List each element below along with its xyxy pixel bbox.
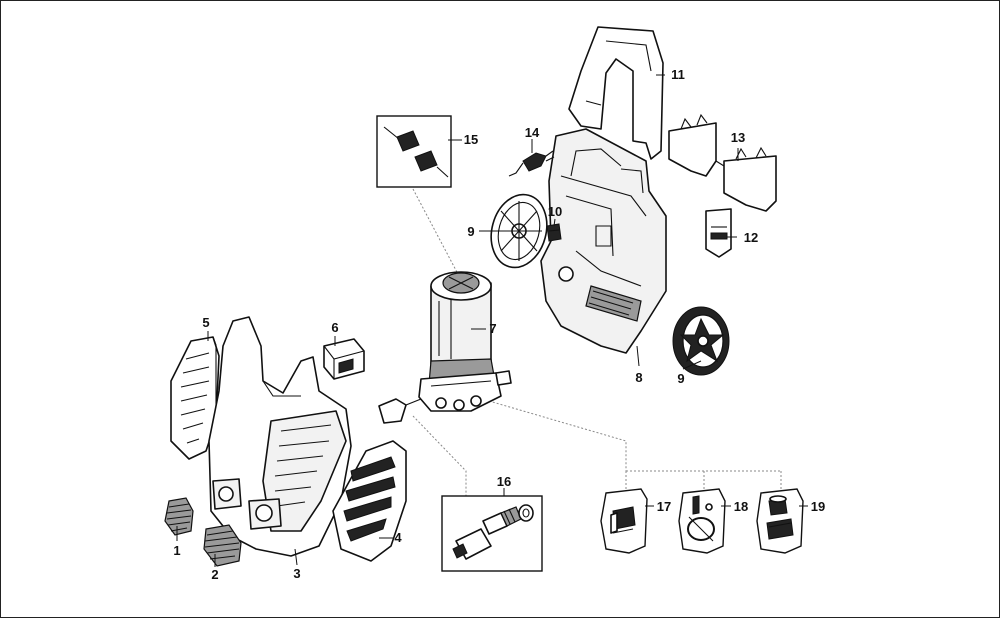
- label-part-1: 1: [173, 543, 180, 558]
- seal-kit-bag-icon: [678, 488, 726, 554]
- front-housing-icon: [208, 316, 352, 557]
- power-plug-icon: [508, 150, 555, 177]
- label-part-11: 11: [671, 67, 685, 82]
- label-part-5: 5: [202, 315, 209, 330]
- label-part-7: 7: [489, 321, 496, 336]
- label-part-16: 16: [497, 474, 511, 489]
- clip-icon: [546, 223, 562, 242]
- side-cover-left-icon: [170, 336, 220, 460]
- label-part-3: 3: [293, 566, 300, 581]
- rear-frame-icon: [540, 128, 667, 354]
- grille-large-icon: [203, 524, 242, 567]
- label-part-14: 14: [525, 125, 540, 140]
- label-part-9b: 9: [677, 371, 684, 386]
- carbon-brush-kit-icon: [376, 115, 452, 188]
- leader-lines: [176, 74, 808, 567]
- side-cover-right-icon: [332, 440, 407, 562]
- label-part-19: 19: [811, 499, 825, 514]
- accessory-holder-icon: [668, 113, 777, 212]
- piston-kit-bag-icon: [756, 488, 804, 554]
- label-part-10: 10: [548, 204, 562, 219]
- label-part-12: 12: [744, 230, 758, 245]
- valve-kit-bag-icon: [600, 488, 648, 554]
- grille-small-icon: [164, 497, 194, 536]
- label-part-2: 2: [211, 567, 218, 582]
- label-part-18: 18: [734, 499, 748, 514]
- holder-icon: [705, 208, 732, 258]
- label-part-17: 17: [657, 499, 671, 514]
- reference-lines: [412, 188, 782, 496]
- motor-pump-icon: [378, 271, 512, 424]
- label-part-9a: 9: [467, 224, 474, 239]
- part-labels: 1 2 3 4 5 6 7 8 9 9 10 11 12 13 14 15 16…: [173, 67, 825, 582]
- label-part-13: 13: [731, 130, 745, 145]
- label-part-4: 4: [394, 530, 402, 545]
- connector-kit-icon: [441, 495, 543, 572]
- wheel-icon-lower: [672, 306, 730, 376]
- label-part-8: 8: [635, 370, 642, 385]
- switch-icon: [323, 338, 365, 380]
- wheel-icon-upper: [490, 193, 548, 269]
- handle-icon: [568, 26, 664, 160]
- label-part-6: 6: [331, 320, 338, 335]
- label-part-15: 15: [464, 132, 478, 147]
